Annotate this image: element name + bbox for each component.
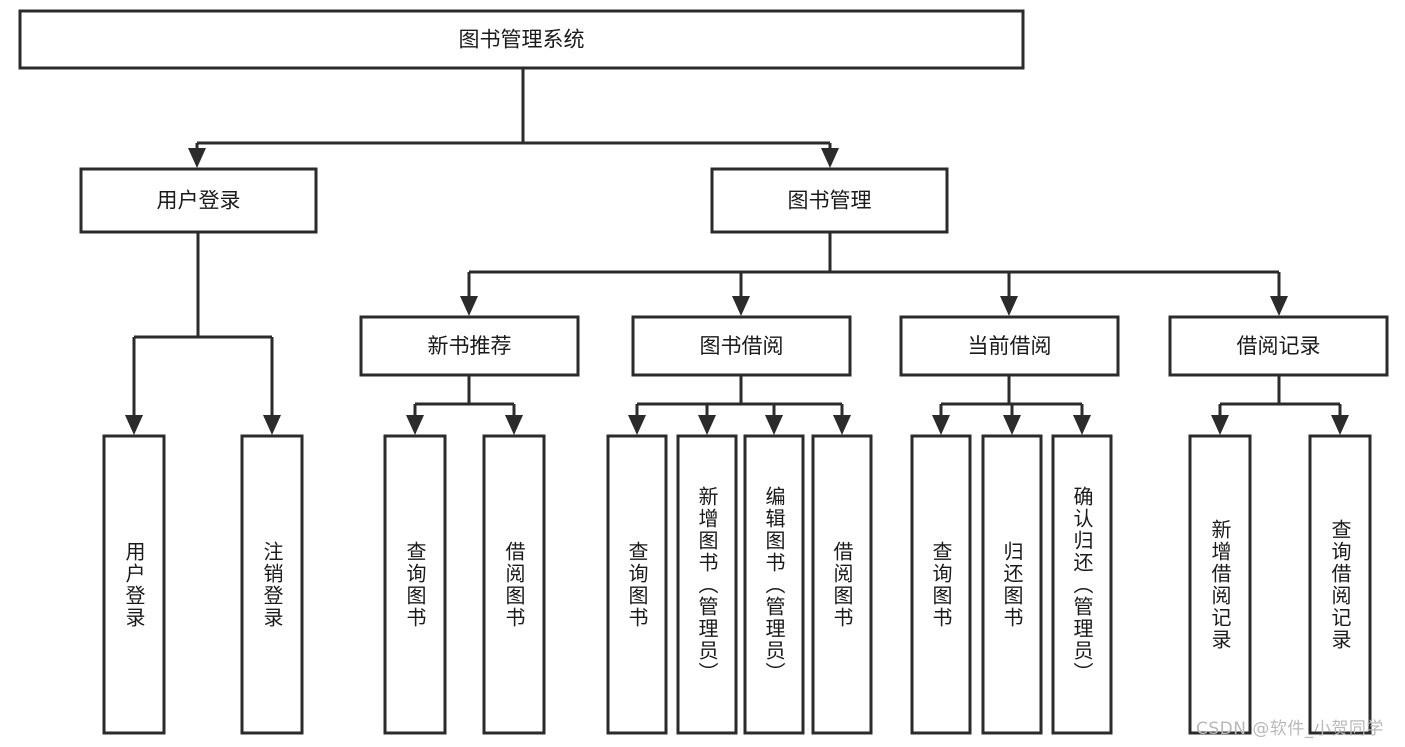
arrow-head-icon <box>406 415 424 435</box>
arrow-head-icon <box>628 415 646 435</box>
arrow-head-icon <box>460 296 478 316</box>
node-label-book-manage: 图书管理 <box>788 189 872 213</box>
node-label-borrow-record: 借阅记录 <box>1237 334 1321 358</box>
node-box-leaf-user-login[interactable] <box>102 434 166 735</box>
node-box-book-borrow[interactable] <box>631 315 852 377</box>
arrow-head-icon <box>698 415 716 435</box>
node-box-leaf-add-book-admin[interactable] <box>676 434 738 735</box>
arrow-head-icon <box>1331 415 1349 435</box>
arrow-head-icon <box>1270 296 1288 316</box>
node-box-leaf-add-borrow-record[interactable] <box>1188 434 1252 735</box>
node-box-leaf-borrow-book[interactable] <box>811 434 873 735</box>
node-box-leaf-confirm-return-admin[interactable] <box>1051 434 1113 735</box>
node-boxes-layer <box>18 9 1389 735</box>
node-box-current-borrow[interactable] <box>899 315 1120 377</box>
arrow-head-icon <box>188 148 206 168</box>
node-box-leaf-edit-book-admin[interactable] <box>743 434 805 735</box>
node-box-leaf-logout-login[interactable] <box>240 434 304 735</box>
arrow-head-icon <box>263 415 281 435</box>
arrow-head-icon <box>833 415 851 435</box>
node-box-leaf-query-book[interactable] <box>606 434 668 735</box>
arrow-head-icon <box>765 415 783 435</box>
arrow-head-icon <box>1073 415 1091 435</box>
arrow-head-icon <box>1003 415 1021 435</box>
node-label-undefined: 图书管理系统 <box>459 28 585 52</box>
node-label-current-borrow: 当前借阅 <box>968 334 1052 358</box>
arrow-head-icon <box>732 296 750 316</box>
arrow-head-icon <box>125 415 143 435</box>
node-box-new-book-recommend[interactable] <box>359 315 580 377</box>
arrow-head-icon <box>1211 415 1229 435</box>
node-label-new-book-recommend: 新书推荐 <box>428 334 512 358</box>
csdn-watermark: CSDN @软件_小贺同学 <box>1196 719 1384 739</box>
arrow-head-icon <box>932 415 950 435</box>
node-box-borrow-record[interactable] <box>1168 315 1389 377</box>
node-label-book-borrow: 图书借阅 <box>700 334 784 358</box>
node-label-user-login: 用户登录 <box>157 189 241 213</box>
arrow-head-icon <box>1000 296 1018 316</box>
node-box-leaf-return-book[interactable] <box>981 434 1043 735</box>
node-box-leaf-query-borrow-record[interactable] <box>1308 434 1372 735</box>
node-box-leaf-query-book-recommend[interactable] <box>383 434 447 735</box>
arrow-head-icon <box>505 415 523 435</box>
arrow-heads-layer <box>125 148 1349 435</box>
node-box-leaf-query-book-current[interactable] <box>910 434 972 735</box>
node-box-leaf-borrow-book-recommend[interactable] <box>482 434 546 735</box>
node-box-book-manage[interactable] <box>710 167 949 234</box>
arrow-head-icon <box>821 148 839 168</box>
node-box-user-login[interactable] <box>79 167 318 234</box>
node-box-undefined[interactable] <box>18 9 1025 70</box>
